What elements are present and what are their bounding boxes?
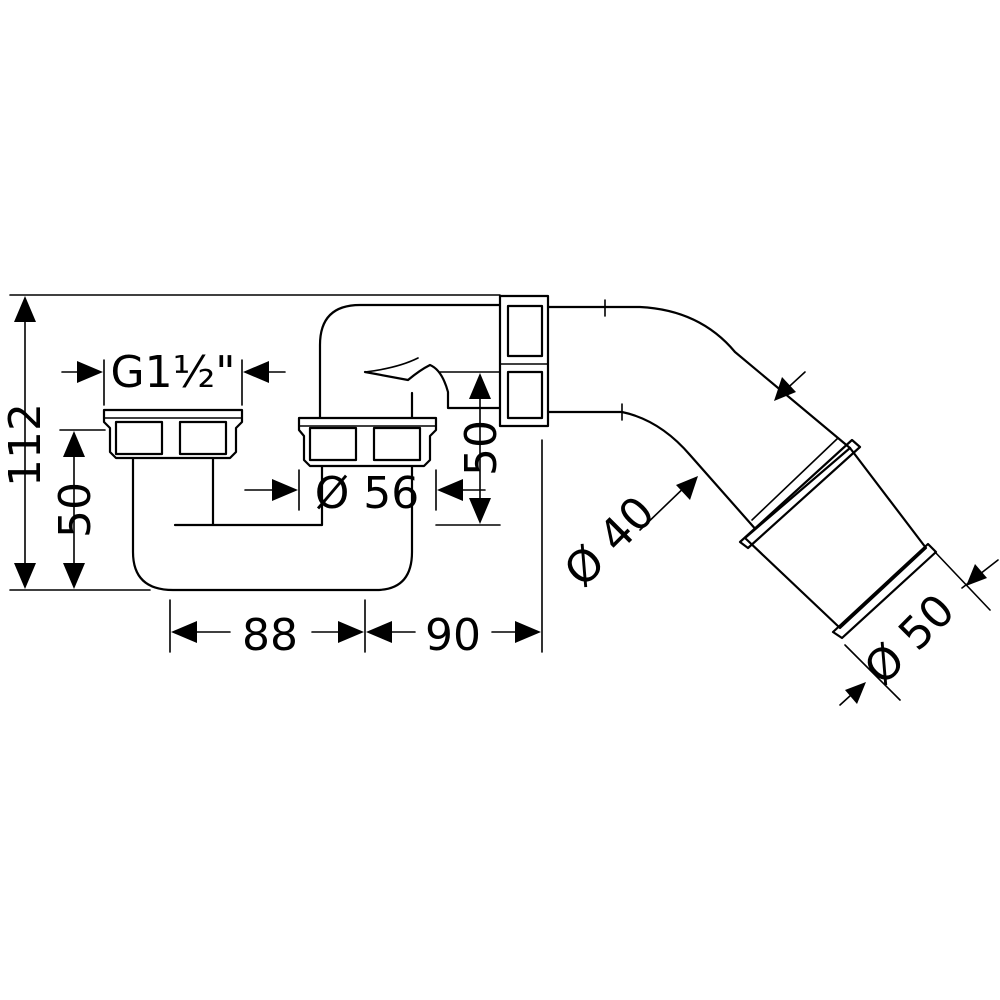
arrow-112-bottom <box>14 563 36 589</box>
dimension-arrows <box>14 296 987 704</box>
arrow-g-left <box>77 361 103 383</box>
arrow-50-outlet-lower <box>845 682 866 704</box>
elbow-pipe <box>546 299 852 534</box>
outlet-sleeve <box>738 437 938 640</box>
label-spacing-right: 90 <box>425 610 481 661</box>
union-nut <box>498 294 550 428</box>
arrow-50-left-bottom <box>63 563 85 589</box>
left-inlet-nut <box>102 408 244 460</box>
label-spacing-left: 88 <box>242 610 298 661</box>
arrow-40-upper <box>774 377 796 401</box>
arrow-90-right <box>515 621 541 643</box>
label-inlet-diameter: Ø 56 <box>315 468 420 519</box>
arrow-50-right-top <box>469 373 491 399</box>
arrow-g-right <box>243 361 269 383</box>
trap-body <box>131 303 504 592</box>
arrow-88-right <box>338 621 364 643</box>
label-outlet-height: 50 <box>50 482 101 538</box>
arrow-50-left-top <box>63 431 85 457</box>
arrow-112-top <box>14 296 36 322</box>
label-thread: G1½" <box>111 347 236 398</box>
label-outlet-diameter: Ø 50 <box>855 585 965 695</box>
arrow-56-right <box>437 479 463 501</box>
arrow-56-left <box>272 479 298 501</box>
arrow-90-left <box>366 621 392 643</box>
middle-inlet-nut <box>297 416 438 468</box>
arrow-88-left <box>171 621 197 643</box>
arrow-40-lower <box>676 476 698 500</box>
arrow-50-outlet-upper <box>966 564 987 586</box>
arrow-50-right-bottom <box>469 498 491 524</box>
label-inlet-height: 50 <box>456 420 507 476</box>
label-overall-height: 112 <box>0 403 51 487</box>
label-pipe-diameter: Ø 40 <box>555 487 665 597</box>
